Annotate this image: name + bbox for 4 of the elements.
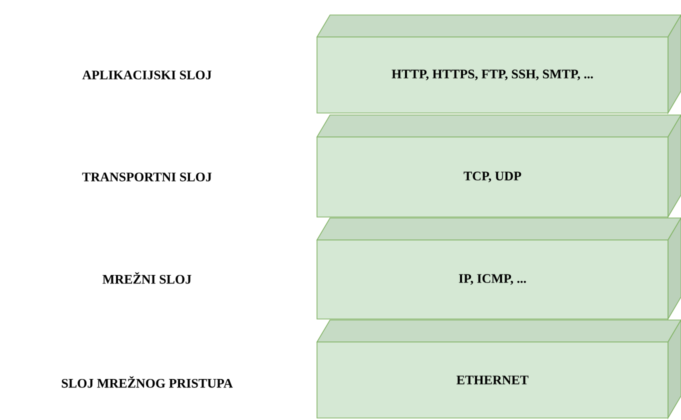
layer-label: TRANSPORTNI SLOJ (82, 172, 212, 182)
layer-label: SLOJ MREŽNOG PRISTUPA (62, 376, 233, 388)
layer-label: MREŽNI SLOJ (102, 272, 192, 284)
layer-label: APLIKACIJSKI SLOJ (82, 70, 212, 80)
